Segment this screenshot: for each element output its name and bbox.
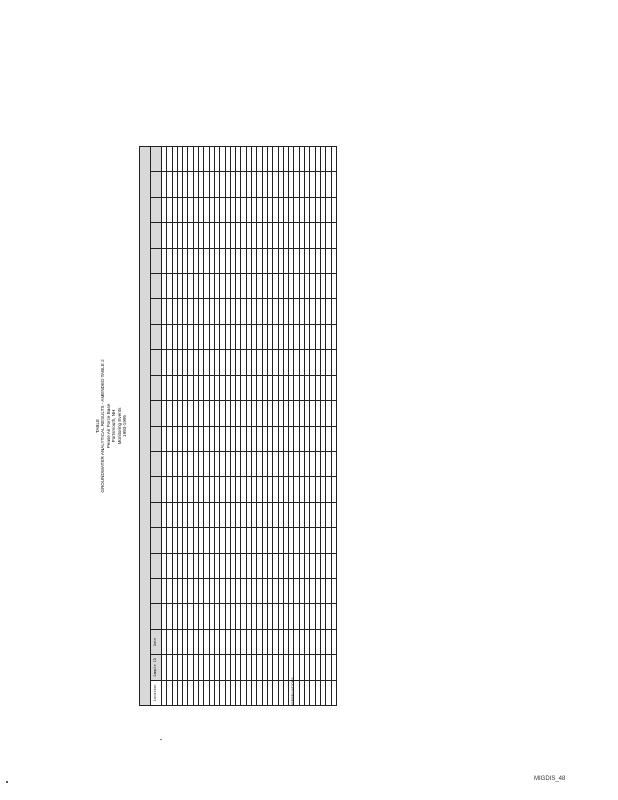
table-cell — [331, 248, 337, 274]
column-header — [150, 299, 162, 325]
page-id: MIGDIS_48 — [534, 776, 566, 782]
table-cell — [331, 273, 337, 299]
table-cell — [331, 222, 337, 249]
table-cell — [331, 629, 337, 655]
table-cell — [331, 324, 337, 350]
column-header: Date — [150, 629, 162, 655]
header-band-row — [139, 146, 151, 706]
table-cell — [331, 146, 337, 172]
table-cell — [331, 197, 337, 223]
column-header — [150, 222, 162, 249]
header-band — [139, 146, 151, 706]
table-cell — [331, 349, 337, 376]
column-header — [150, 349, 162, 376]
scan-speck — [6, 781, 8, 783]
table-cell — [331, 578, 337, 604]
table-cell — [331, 527, 337, 554]
table-cell — [331, 603, 337, 630]
table-cell — [331, 654, 337, 681]
table-cell — [331, 375, 337, 401]
table-cell — [331, 553, 337, 579]
table-cell — [331, 299, 337, 325]
column-header — [150, 375, 162, 401]
column-header: Sample ID — [150, 654, 162, 681]
table-cell — [331, 171, 337, 198]
column-header — [150, 451, 162, 477]
table-notes: ABBREVIATIONS: — [291, 146, 295, 706]
column-header — [150, 476, 162, 503]
column-header — [150, 248, 162, 274]
scan-speck — [160, 739, 162, 740]
column-header — [150, 502, 162, 528]
table-cell — [331, 426, 337, 452]
column-header — [150, 578, 162, 604]
table-cell — [331, 502, 337, 528]
title-line: 1993-1995 — [122, 415, 128, 437]
note-line: ABBREVIATIONS: — [291, 676, 295, 706]
column-header — [150, 171, 162, 198]
column-header — [150, 273, 162, 299]
column-header — [150, 527, 162, 554]
table-cell — [331, 680, 337, 706]
table-cell — [331, 476, 337, 503]
table-cell — [331, 451, 337, 477]
table-cell — [331, 400, 337, 427]
column-header — [150, 553, 162, 579]
column-header — [150, 426, 162, 452]
column-header — [150, 324, 162, 350]
column-header — [150, 603, 162, 630]
table-row — [331, 146, 337, 706]
column-header — [150, 146, 162, 172]
column-header: Location — [150, 680, 162, 706]
column-header — [150, 400, 162, 427]
column-header — [150, 197, 162, 223]
